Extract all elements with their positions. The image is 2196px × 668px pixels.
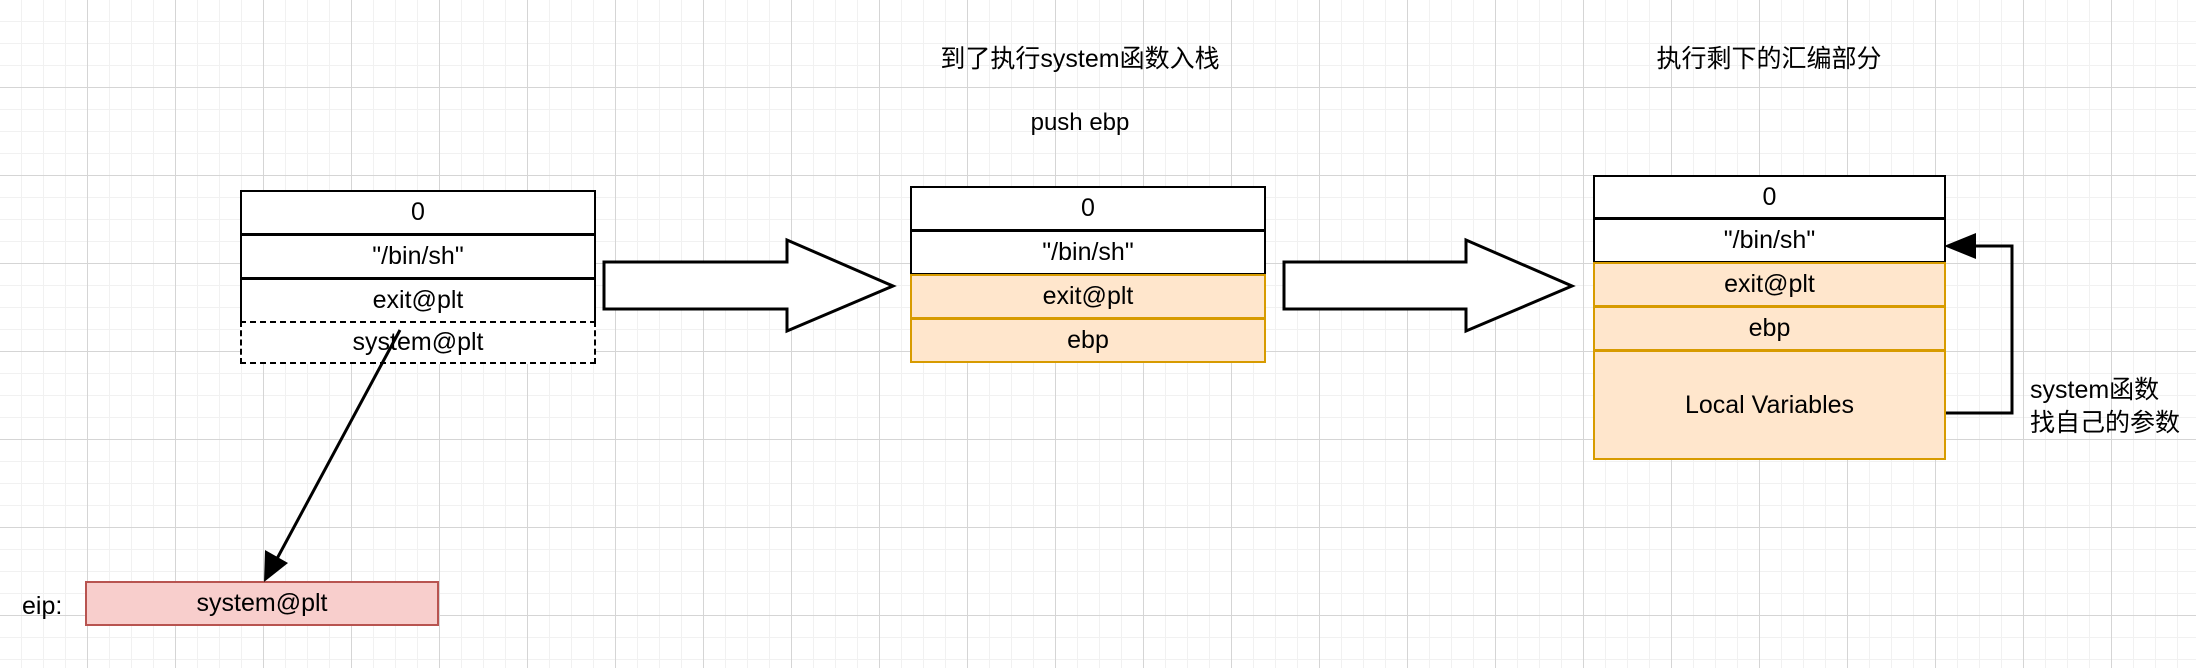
- flow-arrow-2-icon: [1282, 237, 1576, 334]
- stack3-row-binsh: "/bin/sh": [1593, 218, 1946, 263]
- caption-stack-3-title: 执行剩下的汇编部分: [1656, 45, 1882, 73]
- stack1-row-0: 0: [240, 190, 596, 235]
- stack3-row-ebp: ebp: [1593, 306, 1946, 351]
- stack2-row-exit-plt: exit@plt: [910, 274, 1266, 319]
- eip-label: eip:: [22, 592, 63, 620]
- stack2-row-ebp: ebp: [910, 318, 1266, 363]
- stack2-row-0: 0: [910, 186, 1266, 231]
- stack2-row-binsh: "/bin/sh": [910, 230, 1266, 275]
- flow-arrow-1-icon: [602, 237, 897, 334]
- caption-stack-2-title: 到了执行system函数入栈: [940, 45, 1220, 73]
- callout-text-line-1: system函数: [2030, 376, 2160, 404]
- caption-stack-2-subtitle: push ebp: [1030, 109, 1130, 136]
- stack3-row-exit-plt: exit@plt: [1593, 262, 1946, 307]
- eip-pointer-arrow-icon: [264, 329, 402, 582]
- stack3-row-0: 0: [1593, 175, 1946, 219]
- callout-text-line-2: 找自己的参数: [2030, 409, 2181, 437]
- eip-value-box: system@plt: [85, 581, 439, 626]
- stack1-row-binsh: "/bin/sh": [240, 234, 596, 279]
- stack3-row-local-variables: Local Variables: [1593, 350, 1946, 460]
- stack1-row-exit-plt: exit@plt: [240, 278, 596, 323]
- stack1-row-system-plt: system@plt: [240, 321, 596, 364]
- system-args-callout-arrow-icon: [1944, 233, 2014, 415]
